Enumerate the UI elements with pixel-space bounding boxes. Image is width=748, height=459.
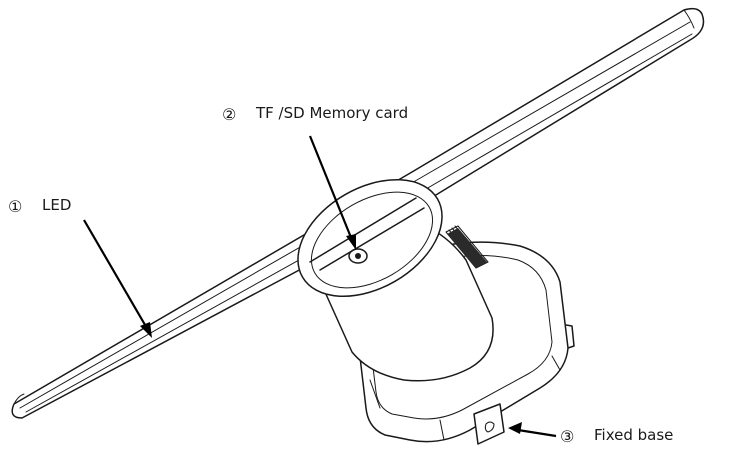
- callout-memory-card-number: ②: [222, 105, 236, 124]
- callout-fixed-base-label: Fixed base: [594, 426, 673, 444]
- callout-led-number: ①: [8, 197, 22, 216]
- callout-memory-card: ② TF /SD Memory card: [222, 104, 408, 124]
- callout-led: ① LED: [8, 196, 71, 216]
- callout-led-label: LED: [42, 196, 71, 214]
- callout-memory-card-label: TF /SD Memory card: [255, 104, 408, 122]
- hub-disc: [297, 178, 443, 298]
- callout-fixed-base-number: ③: [560, 427, 574, 446]
- callout-arrows: [83, 135, 557, 438]
- callout-fixed-base: ③ Fixed base: [560, 426, 673, 446]
